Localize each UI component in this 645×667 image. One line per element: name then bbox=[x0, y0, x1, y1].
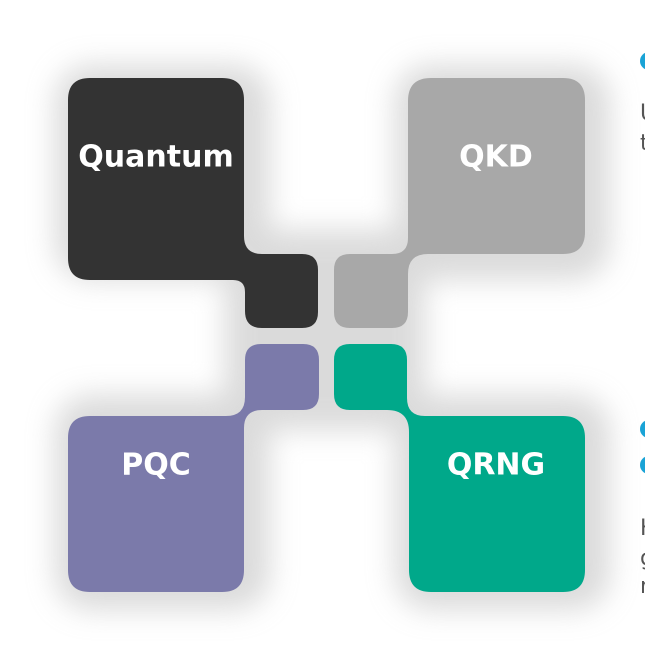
petal-qrng-label: QRNG bbox=[447, 448, 545, 483]
petal-pqc: PQC bbox=[68, 344, 319, 592]
lower-side-text-line3: n bbox=[640, 576, 645, 598]
lower-side-text-line1: H bbox=[640, 518, 645, 540]
upper-accent-dot bbox=[640, 52, 645, 70]
lower-side-text-line2: g bbox=[640, 548, 645, 570]
petal-quantum: Quantum bbox=[68, 78, 318, 328]
petal-qrng-shape bbox=[334, 344, 585, 592]
lower-accent-dot-1 bbox=[640, 420, 645, 438]
petal-pqc-label: PQC bbox=[121, 448, 191, 483]
petal-qkd-shape bbox=[334, 78, 585, 328]
lower-accent-dot-2 bbox=[640, 456, 645, 474]
petal-quantum-label: Quantum bbox=[78, 140, 233, 175]
petal-qkd: QKD bbox=[334, 78, 585, 328]
petal-pqc-shape bbox=[68, 344, 319, 592]
petal-qrng: QRNG bbox=[334, 344, 585, 592]
upper-side-text-line1: U bbox=[640, 103, 645, 125]
petal-quantum-shape bbox=[68, 78, 318, 328]
upper-side-text-line2: t bbox=[640, 131, 645, 156]
petal-qkd-label: QKD bbox=[459, 140, 533, 175]
